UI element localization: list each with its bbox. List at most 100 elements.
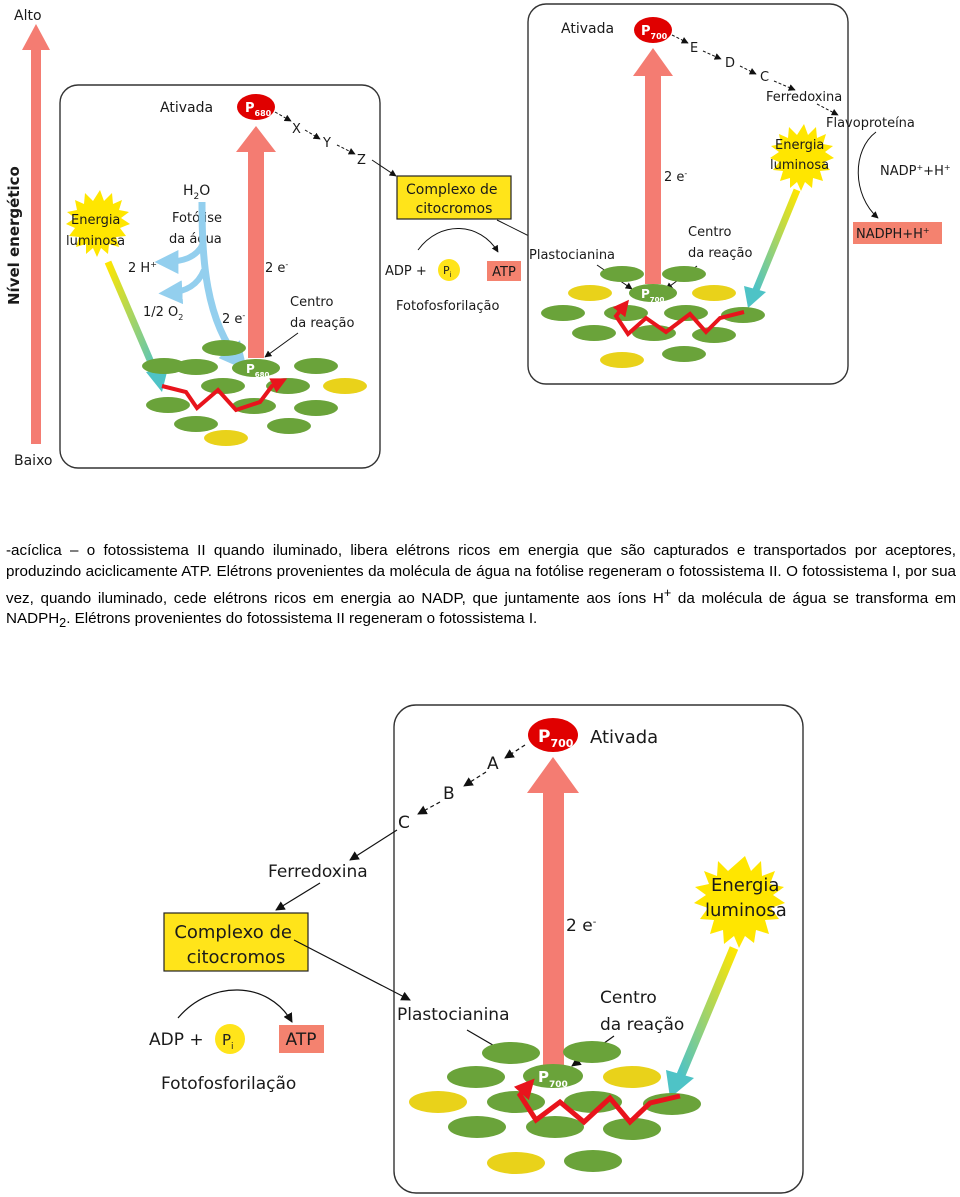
ps1-activated-label: Ativada (561, 21, 614, 37)
p680-label: P680 (245, 101, 272, 118)
chlorophyll-disc (174, 359, 218, 375)
carrier-z: Z (357, 153, 366, 168)
carotenoid-disc (600, 352, 644, 368)
photophosphorylation-label: Fotofosforilação (161, 1074, 296, 1094)
subscript-two: 2 (59, 616, 67, 631)
ps2-activated-label: Ativada (160, 100, 213, 116)
p700-label: P700 (641, 24, 668, 41)
carrier-d: D (725, 56, 735, 71)
photosystem-i-panel: Ativada P700 E D C Ferredoxina Flavoprot… (527, 3, 951, 385)
p700-center-label: P700 (538, 1068, 568, 1090)
carotenoid-disc (603, 1066, 661, 1088)
energy-axis-arrowhead (22, 24, 50, 50)
antenna-complex: P700 (409, 1041, 701, 1174)
adp-label: ADP + (385, 264, 427, 279)
chlorophyll-disc (526, 1116, 584, 1138)
carrier-arrow (274, 111, 292, 122)
adp-label: ADP + (149, 1030, 204, 1050)
energy-axis-shaft (31, 46, 41, 444)
paragraph-text: da molécula de água se transforma em NAD… (6, 589, 956, 628)
plastocyanin-label: Plastocianina (529, 248, 615, 263)
carrier-arrow (671, 34, 689, 44)
chlorophyll-disc (487, 1091, 545, 1113)
cytochrome-label: Complexo de citocromos (406, 182, 502, 217)
carrier-arrow (504, 744, 526, 759)
ferredoxin-label: Ferredoxina (766, 90, 842, 105)
description-paragraph: -acíclica – o fotossistema II quando ilu… (6, 541, 956, 634)
electron-energy-arrow (543, 788, 564, 1066)
oxygen-release-arrow (158, 268, 207, 305)
ps1-reaction-center-label: Centro da reação (688, 225, 752, 261)
superscript-plus: + (663, 585, 672, 600)
phosphate-badge (215, 1024, 245, 1054)
plastocyanin-label: Plastocianina (397, 1005, 510, 1025)
p700-reaction-center-disc (523, 1064, 583, 1088)
chlorophyll-disc (267, 418, 311, 434)
chlorophyll-disc (664, 305, 708, 321)
carrier-arrow (739, 65, 757, 75)
chlorophyll-disc (448, 1116, 506, 1138)
photolysis-label: Fotólise da água (169, 211, 226, 247)
nadph-label: NADPH+H+ (856, 226, 930, 242)
chlorophyll-disc (600, 266, 644, 282)
ps2-sun-icon (66, 190, 130, 257)
phosphate-badge (438, 259, 460, 281)
carotenoid-disc (692, 285, 736, 301)
chlorophyll-disc (564, 1150, 622, 1172)
flavoprotein-label: Flavoproteína (826, 116, 915, 131)
chlorophyll-disc (447, 1066, 505, 1088)
atp-label: ATP (492, 265, 516, 280)
carotenoid-disc (487, 1152, 545, 1174)
carotenoid-disc (323, 378, 367, 394)
electron-energy-arrowhead (527, 757, 579, 793)
ps2-reaction-center-label: Centro da reação (290, 295, 354, 331)
p700-reaction-center-disc (629, 284, 677, 302)
ferredoxin-to-cytochrome-arrow (275, 882, 321, 911)
carrier-arrow (336, 144, 356, 155)
ps2-electrons-label-upper: 2 e- (265, 260, 288, 276)
carrier-arrow (304, 129, 321, 140)
electron-path (513, 1078, 681, 1126)
oxygen-label: 1/2 O2 (143, 305, 183, 322)
nadp-reduction-arc (857, 131, 879, 219)
chlorophyll-disc (662, 266, 706, 282)
ps2-electrons-label-lower: 2 e- (222, 311, 245, 327)
chlorophyll-disc (142, 358, 186, 374)
cytochrome-box (396, 175, 512, 220)
paragraph-text: . Elétrons provenientes do fotossistema … (66, 610, 538, 628)
carrier-arrow (349, 829, 398, 861)
chlorophyll-disc (294, 400, 338, 416)
electrons-label: 2 e- (566, 916, 597, 936)
p700-center-label: P700 (641, 287, 665, 304)
chlorophyll-disc (482, 1042, 540, 1064)
carrier-b: B (443, 784, 455, 804)
carrier-arrow (463, 771, 487, 787)
h-plus-label: 2 H+ (128, 260, 157, 276)
photophosphorylation: ADP + Pi ATP Fotofosforilação (385, 228, 521, 314)
carrier-arrow (773, 80, 796, 91)
ps2-center-pointer (264, 332, 299, 358)
phosphorylation-arc-arrow (417, 228, 499, 253)
h-plus-release-arrow (154, 242, 206, 274)
nadp-label: NADP++H+ (880, 163, 951, 179)
axis-title: Nível energético (5, 166, 23, 305)
atp-box (279, 1025, 324, 1053)
ferredoxin-label: Ferredoxina (268, 862, 368, 882)
chlorophyll-disc (564, 1091, 622, 1113)
ps1-electrons-label: 2 e- (664, 169, 687, 185)
reaction-center-label: Centro da reação (600, 988, 684, 1035)
light-ray-arrowhead (666, 1070, 694, 1098)
ps2-frame (59, 84, 381, 469)
activated-label: Ativada (590, 727, 658, 748)
ps2-light-energy-label: Energia luminosa (66, 213, 125, 249)
p700-activated-badge (634, 17, 672, 43)
chlorophyll-disc (202, 340, 246, 356)
light-ray-arrow (676, 946, 739, 1077)
light-energy-label: Energia luminosa (705, 875, 787, 921)
phosphate-label: Pi (222, 1031, 234, 1052)
ps1-frame (527, 3, 849, 385)
ps1-sun-icon (770, 124, 834, 191)
p700-activated-badge (528, 718, 578, 752)
carrier-arrow (816, 103, 839, 116)
photophosphorylation-label: Fotofosforilação (396, 299, 500, 314)
